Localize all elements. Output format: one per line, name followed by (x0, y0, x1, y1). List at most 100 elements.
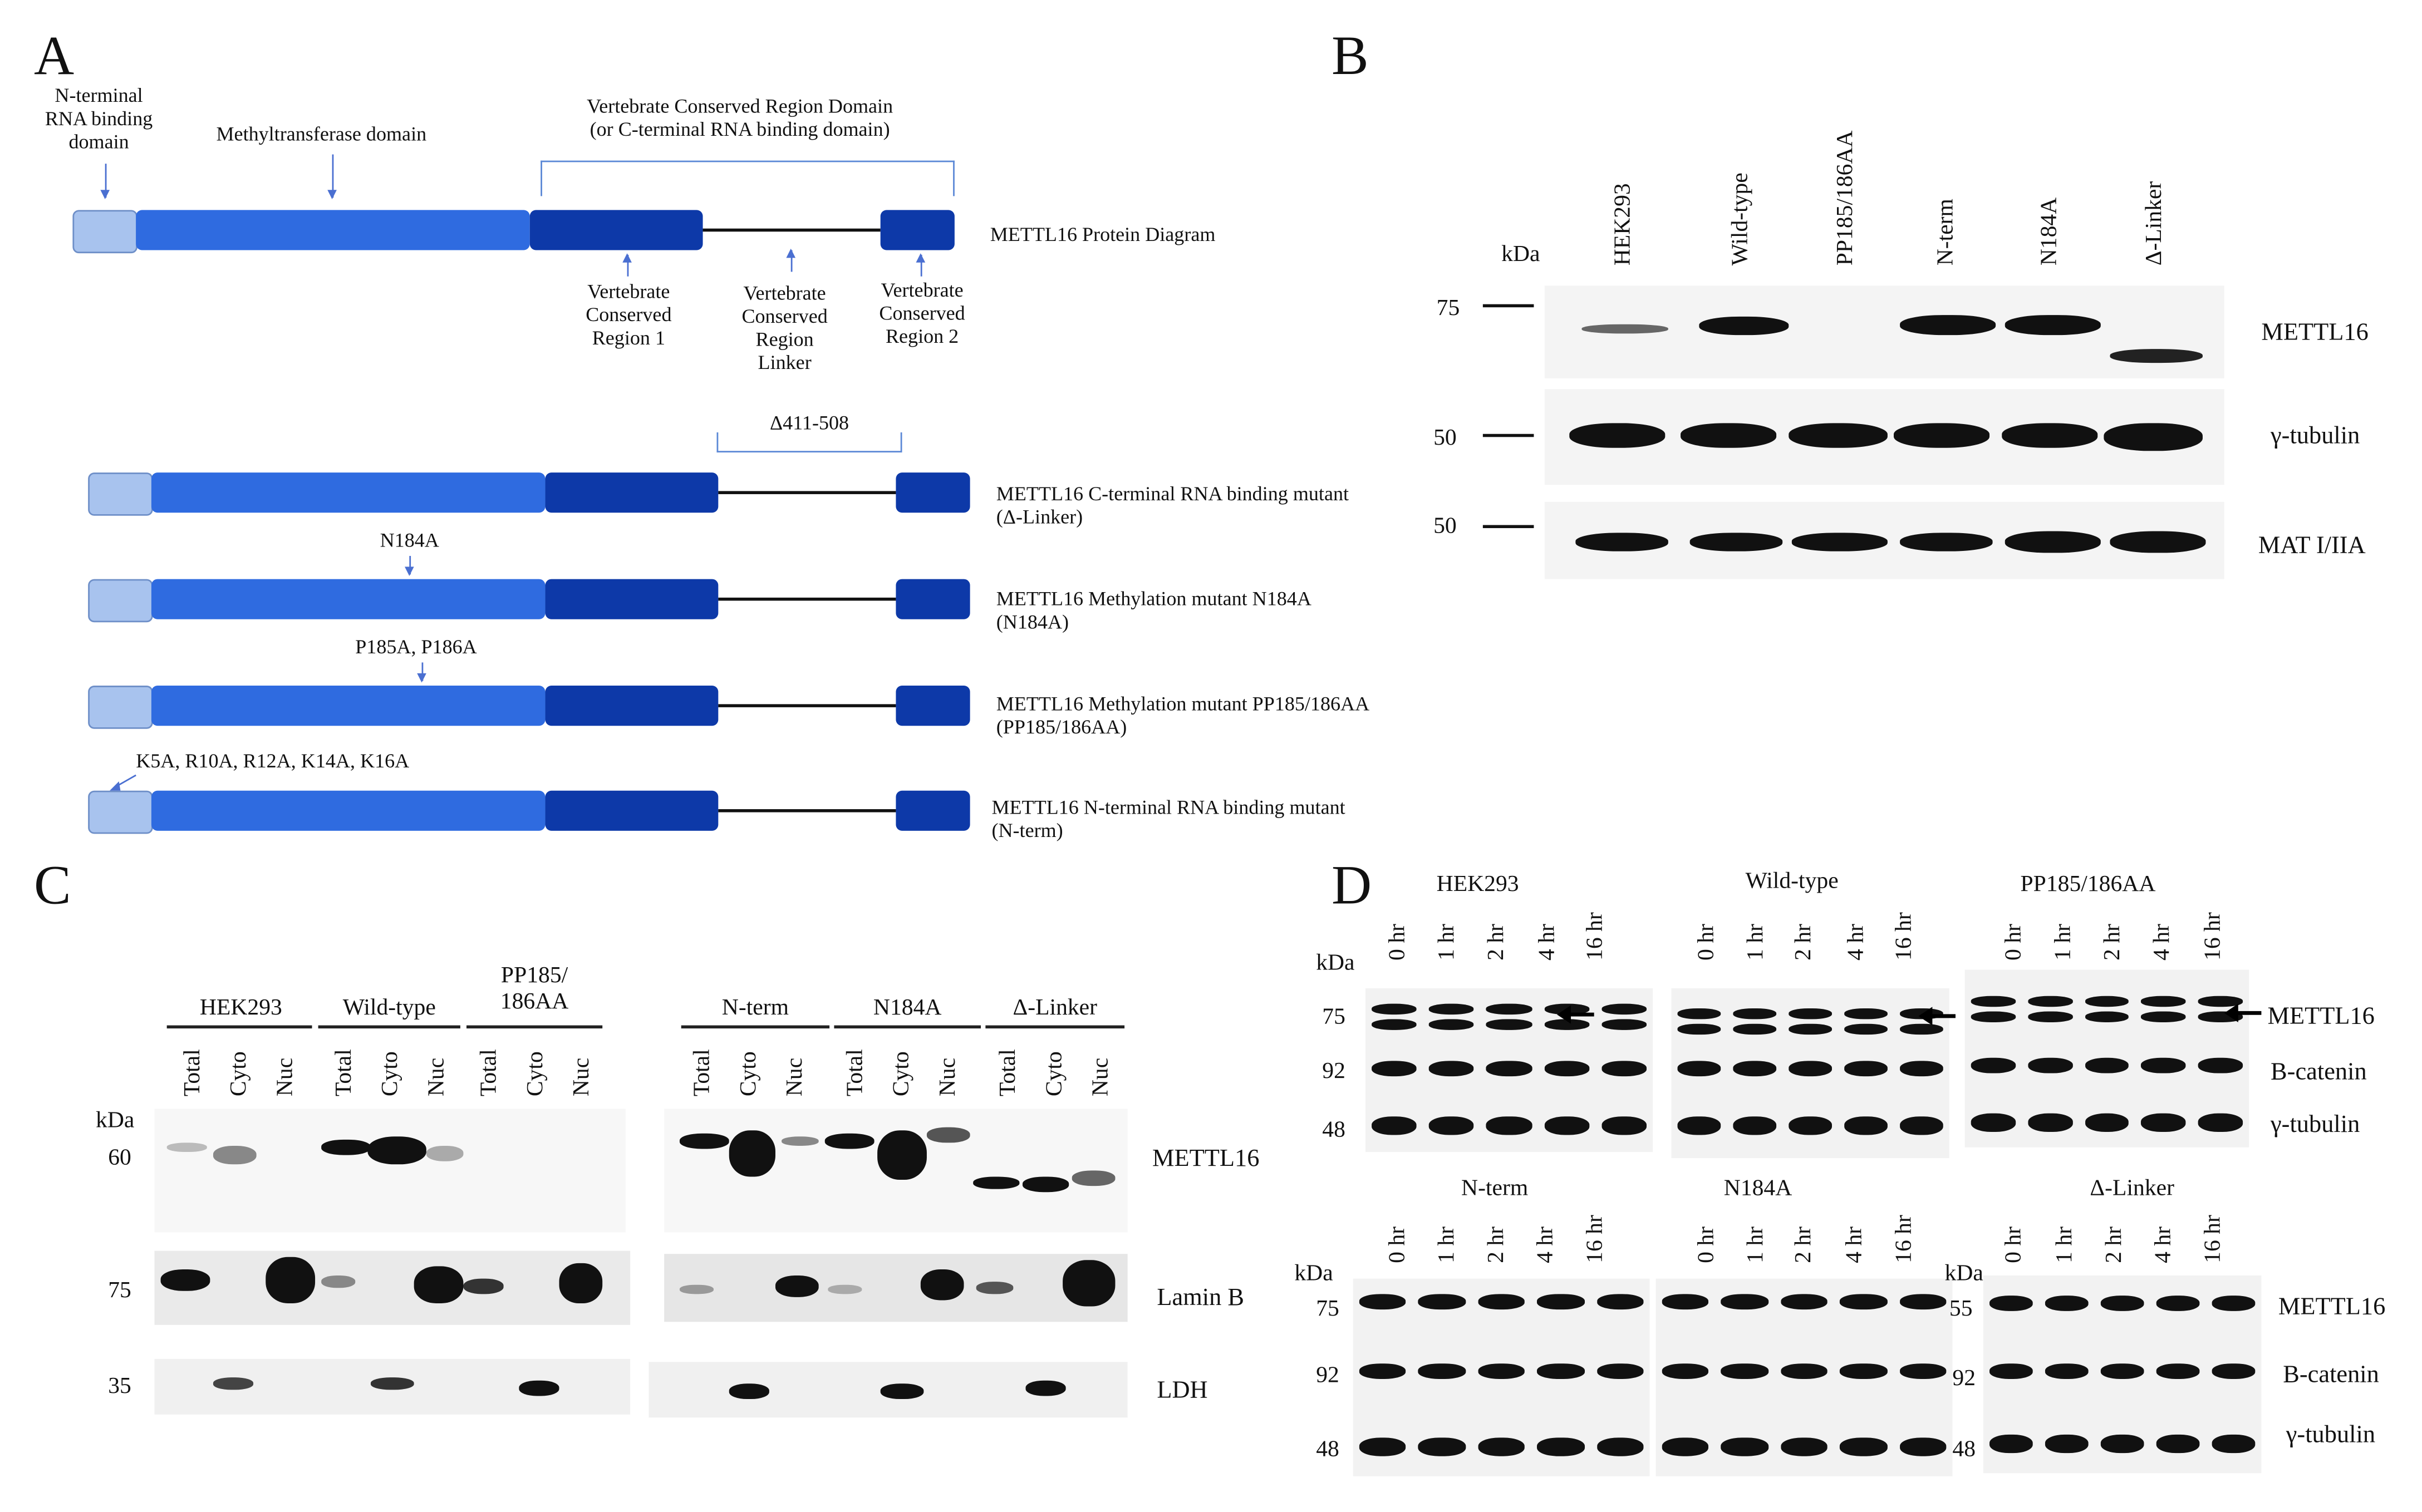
d-timepoint-label: 1 hr (2052, 1226, 2078, 1263)
d-timepoint-label: 0 hr (2002, 1226, 2027, 1263)
nterm-domain-block (72, 210, 137, 254)
band (1025, 1380, 1066, 1396)
band (321, 1275, 356, 1288)
band (2027, 996, 2072, 1007)
n184a-site-label: N184A (380, 528, 439, 551)
c-fraction-label: Total (690, 1049, 715, 1097)
band (1989, 1434, 2033, 1454)
c-group-underline (834, 1025, 981, 1028)
d-timepoint-label: 0 hr (1386, 924, 1411, 961)
d-marker: 48 (1952, 1437, 1976, 1462)
band (877, 1130, 927, 1180)
band (1789, 1061, 1832, 1077)
linker-line (702, 228, 881, 231)
c-fraction-label: Total (180, 1049, 206, 1097)
nterm-domain-block (88, 472, 153, 516)
b-marker: 50 (1433, 426, 1457, 451)
d-blot-title: Δ-Linker (2090, 1176, 2174, 1201)
kr-site-label: K5A, R10A, R12A, K14A, K16A (136, 748, 410, 772)
band (2212, 1296, 2256, 1311)
vcr1-block (545, 579, 719, 619)
band (2027, 1113, 2072, 1132)
kr-arrow (110, 774, 136, 791)
vcr1-block (545, 472, 719, 513)
b-lane-label: PP185/186AA (1833, 130, 1859, 266)
band (519, 1380, 559, 1396)
d-marker: 92 (1316, 1363, 1339, 1388)
band (920, 1269, 964, 1301)
d-timepoint-label: 2 hr (1791, 1226, 1817, 1263)
c-fraction-label: Cyto (227, 1051, 252, 1097)
nterm-rbd-label: N-terminal RNA binding domain (45, 83, 153, 153)
band (1971, 1011, 2016, 1022)
d-protein-label: B-catenin (2283, 1362, 2379, 1388)
band (2027, 1057, 2072, 1073)
d-blot-title: HEK293 (1436, 872, 1519, 898)
mtase-domain-block (136, 210, 530, 250)
d-marker: 92 (1952, 1366, 1976, 1392)
band (1780, 1437, 1828, 1456)
d-timepoint-label: 16 hr (1892, 1215, 1917, 1263)
band (1780, 1294, 1828, 1310)
band (1989, 1363, 2033, 1379)
c-fraction-label: Cyto (1043, 1051, 1068, 1097)
c-group-underline (681, 1025, 830, 1028)
band (1418, 1294, 1466, 1310)
vcr1-label: Vertebrate Conserved Region 1 (586, 279, 672, 349)
d-marker: 48 (1322, 1118, 1345, 1143)
deletion-bracket (716, 432, 902, 453)
d-kda: kDa (1294, 1262, 1333, 1287)
band (1900, 1061, 1943, 1077)
band (414, 1266, 464, 1303)
arrow-left-icon (1918, 1007, 1956, 1026)
band (1486, 1003, 1532, 1015)
band (1372, 1061, 1417, 1077)
d-timepoint-label: 4 hr (2151, 1226, 2177, 1263)
band (679, 1133, 729, 1149)
pp-arrow (417, 662, 426, 683)
band (463, 1278, 504, 1294)
band (1844, 1023, 1888, 1035)
c-group-underline (466, 1025, 603, 1028)
band (1789, 1008, 1832, 1020)
band (1477, 1294, 1525, 1310)
vcr-domain-bracket (541, 160, 955, 196)
band (1677, 1023, 1721, 1035)
band (1791, 533, 1888, 551)
deletion-label: Δ411-508 (769, 411, 849, 434)
c-fraction-label: Nuc (783, 1057, 808, 1097)
band (1372, 1019, 1417, 1030)
c-group-underline (166, 1025, 312, 1028)
b-marker-line (1482, 525, 1534, 529)
vcr1-arrow (622, 253, 632, 277)
band (1900, 1023, 1943, 1035)
band (2141, 1113, 2186, 1132)
c-protein-label: LDH (1157, 1377, 1208, 1404)
linker-line (718, 597, 896, 601)
band (1359, 1294, 1407, 1310)
band (166, 1142, 207, 1153)
band (1601, 1003, 1647, 1015)
d-marker: 48 (1316, 1437, 1339, 1462)
b-lane-label: N-term (1934, 199, 1959, 266)
band (2084, 1113, 2129, 1132)
band (1429, 1019, 1475, 1030)
band (2110, 349, 2203, 363)
d-protein-label: γ-tubulin (2271, 1111, 2360, 1139)
band (2045, 1363, 2089, 1379)
c-fraction-label: Cyto (890, 1051, 915, 1097)
band (1596, 1294, 1644, 1310)
band (2100, 1434, 2144, 1454)
b-marker-line (1482, 304, 1534, 308)
mutant-label-pp: METTL16 Methylation mutant PP185/186AA (… (996, 692, 1370, 738)
band (1486, 1116, 1532, 1135)
band (1537, 1363, 1584, 1379)
band (1780, 1363, 1828, 1379)
d-timepoint-label: 4 hr (1534, 1226, 1559, 1263)
band (2045, 1434, 2089, 1454)
band (2027, 1011, 2072, 1022)
d-blot-title: N-term (1461, 1176, 1529, 1201)
band (1544, 1019, 1589, 1030)
c-blot-ldh-left (154, 1358, 631, 1415)
